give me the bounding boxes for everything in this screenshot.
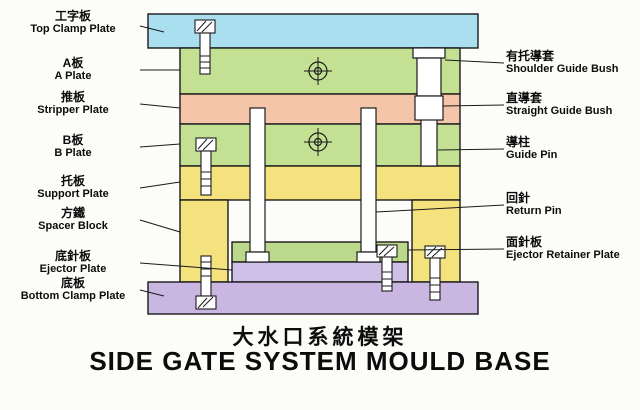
label-guide-pin-cn: 導柱 [506, 135, 531, 149]
label-b-plate-cn: B板 [62, 133, 84, 147]
leader-straight-guide-bush [442, 104, 505, 107]
screw-hole-crosshair-a [304, 57, 332, 85]
label-a-plate: A板 A Plate [6, 57, 140, 83]
label-guide-pin: 導柱 Guide Pin [506, 136, 557, 162]
label-ejector-retainer-plate-en: Ejector Retainer Plate [506, 249, 620, 261]
label-shoulder-guide-bush: 有托導套 Shoulder Guide Bush [506, 50, 618, 76]
cap-screw-right-bottom [424, 245, 446, 301]
label-support-plate-cn: 托板 [60, 174, 85, 188]
leader-top-clamp-plate [139, 25, 165, 33]
label-straight-guide-bush: 直導套 Straight Guide Bush [506, 92, 612, 118]
leader-spacer-block [139, 219, 181, 233]
return-pin-left [245, 107, 270, 263]
return-pin-right [356, 107, 381, 263]
label-ejector-plate-en: Ejector Plate [39, 263, 107, 275]
label-top-clamp-plate-cn: 工字板 [54, 9, 91, 23]
label-top-clamp-plate-en: Top Clamp Plate [30, 23, 116, 35]
label-stripper-plate: 推板 Stripper Plate [6, 91, 140, 117]
cap-screw-top-left [194, 19, 216, 75]
screw-hole-crosshair-b [304, 128, 332, 156]
label-a-plate-en: A Plate [54, 70, 92, 82]
leader-bottom-clamp-plate [139, 289, 165, 297]
label-support-plate-en: Support Plate [37, 188, 109, 200]
label-spacer-block-en: Spacer Block [38, 220, 108, 232]
label-a-plate-cn: A板 [62, 56, 84, 70]
label-spacer-block-cn: 方鐵 [60, 206, 85, 220]
title-chinese: 大水口系統模架 [232, 326, 408, 349]
label-guide-pin-en: Guide Pin [506, 149, 558, 161]
straight-guide-bush [414, 95, 444, 121]
shoulder-guide-bush [416, 57, 442, 97]
label-b-plate-en: B Plate [54, 147, 92, 159]
cap-screw-ejector [376, 244, 398, 292]
leader-return-pin [375, 204, 505, 213]
leader-b-plate [139, 143, 181, 148]
support-plate [179, 165, 461, 201]
label-b-plate: B板 B Plate [6, 134, 140, 160]
guide-pin-assembly [412, 47, 446, 167]
label-shoulder-guide-bush-cn: 有托導套 [506, 49, 555, 63]
label-ejector-retainer-plate-cn: 面針板 [506, 235, 543, 249]
label-bottom-clamp-plate-cn: 底板 [60, 276, 85, 290]
label-ejector-plate-cn: 底針板 [54, 249, 91, 263]
label-return-pin-cn: 回針 [506, 191, 531, 205]
leader-ejector-retainer-plate [407, 248, 505, 251]
shoulder-guide-bush-flange [412, 47, 446, 59]
cap-screw-left-middle [195, 137, 217, 196]
label-spacer-block: 方鐵 Spacer Block [6, 207, 140, 233]
label-bottom-clamp-plate: 底板 Bottom Clamp Plate [6, 277, 140, 303]
label-ejector-plate: 底針板 Ejector Plate [6, 250, 140, 276]
label-shoulder-guide-bush-en: Shoulder Guide Bush [506, 63, 619, 75]
label-return-pin-en: Return Pin [506, 205, 562, 217]
leader-support-plate [139, 181, 181, 189]
label-return-pin: 回針 Return Pin [506, 192, 562, 218]
leader-ejector-plate [139, 262, 233, 271]
label-stripper-plate-en: Stripper Plate [37, 104, 109, 116]
leader-stripper-plate [139, 103, 181, 109]
label-straight-guide-bush-en: Straight Guide Bush [506, 105, 613, 117]
cap-screw-bottom-left [195, 255, 217, 310]
label-ejector-retainer-plate: 面針板 Ejector Retainer Plate [506, 236, 620, 262]
label-support-plate: 托板 Support Plate [6, 175, 140, 201]
leader-guide-pin [437, 148, 505, 151]
label-straight-guide-bush-cn: 直導套 [506, 91, 543, 105]
label-stripper-plate-cn: 推板 [60, 90, 85, 104]
label-top-clamp-plate: 工字板 Top Clamp Plate [6, 10, 140, 36]
title-english: SIDE GATE SYSTEM MOULD BASE [89, 346, 551, 376]
leader-shoulder-guide-bush [444, 59, 505, 64]
label-bottom-clamp-plate-en: Bottom Clamp Plate [20, 290, 126, 302]
